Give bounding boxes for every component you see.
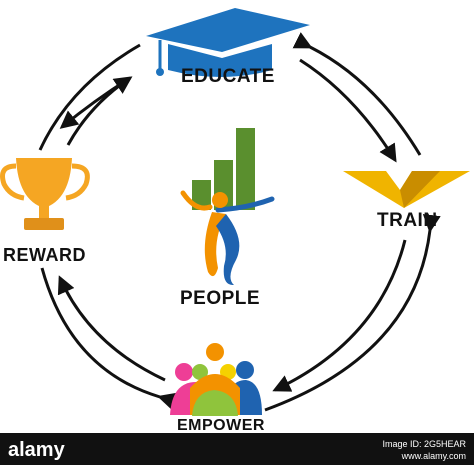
growth-chart-person-icon	[180, 128, 275, 286]
center-label-people: PEOPLE	[180, 288, 261, 309]
trophy-icon	[0, 158, 90, 230]
arrows-empower-reward	[40, 267, 177, 410]
group-of-people-icon	[170, 343, 262, 416]
arrows-train-empower	[264, 214, 441, 412]
arrows-educate-train	[292, 32, 422, 163]
arrows-reward-educate	[38, 43, 141, 151]
node-label-reward: REWARD	[3, 245, 86, 265]
graduation-cap-icon	[146, 8, 310, 77]
footer-bar	[0, 433, 474, 465]
node-label-empower: EMPOWER	[177, 417, 265, 434]
node-label-train: TRAIN	[377, 210, 438, 231]
node-label-educate: EDUCATE	[181, 66, 275, 87]
chevron-logo-icon	[343, 171, 470, 208]
